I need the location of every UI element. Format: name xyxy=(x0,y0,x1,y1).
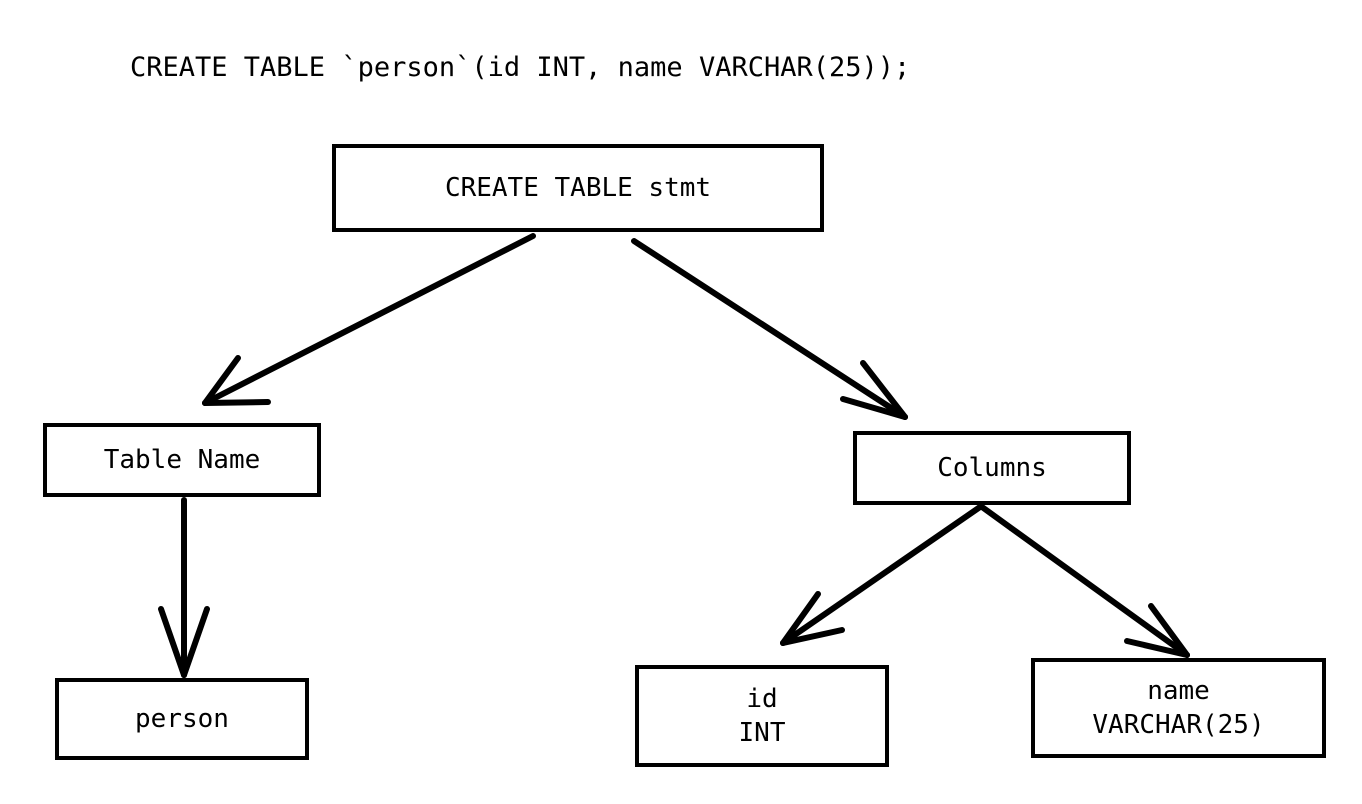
node-table-name[interactable]: Table Name xyxy=(43,423,321,497)
node-column-name[interactable]: name VARCHAR(25) xyxy=(1031,658,1326,758)
node-label-line-type: INT xyxy=(738,718,786,748)
node-label-line: Columns xyxy=(937,453,1047,483)
node-create-table-stmt[interactable]: CREATE TABLE stmt xyxy=(332,144,824,232)
node-column-id[interactable]: id INT xyxy=(635,665,889,767)
node-label-line-name: name xyxy=(1147,676,1210,706)
node-columns[interactable]: Columns xyxy=(853,431,1131,505)
sql-statement-caption: CREATE TABLE `person`(id INT, name VARCH… xyxy=(130,52,911,83)
edge-root-to-table-name xyxy=(202,233,536,406)
node-label-line: CREATE TABLE stmt xyxy=(444,173,712,203)
edge-table-name-to-person xyxy=(158,497,210,678)
edge-columns-to-col-name xyxy=(979,504,1190,658)
node-person[interactable]: person xyxy=(55,678,309,760)
edge-columns-to-col-id xyxy=(780,504,983,646)
node-label-line: person xyxy=(135,704,229,734)
edge-root-to-columns xyxy=(631,238,908,420)
node-label-line: Table Name xyxy=(103,445,261,475)
node-label-line-type: VARCHAR(25) xyxy=(1092,710,1265,740)
node-label-line-name: id xyxy=(746,684,778,714)
